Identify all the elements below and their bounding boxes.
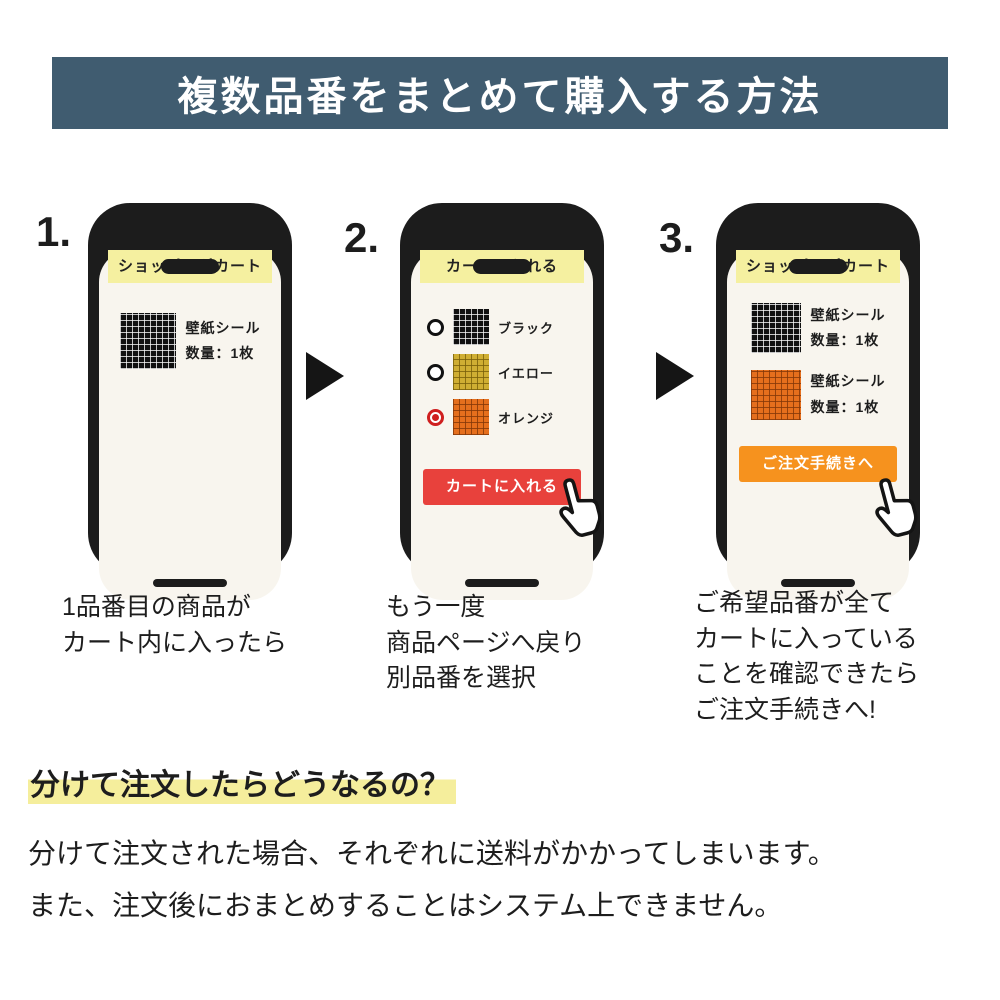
page-title: 複数品番をまとめて購入する方法 <box>177 75 823 119</box>
step-caption-2: もう一度 商品ページへ戻り 別品番を選択 <box>386 593 586 692</box>
color-option-orange[interactable]: オレンジ <box>427 399 593 435</box>
step-number-1: 1. <box>36 208 72 255</box>
product-info: 壁紙シール 数量：1枚 <box>811 303 886 353</box>
phone-notch <box>161 259 219 274</box>
color-option-black[interactable]: ブラック <box>427 309 593 345</box>
radio-button-unselected[interactable] <box>427 318 444 336</box>
radio-button-selected[interactable] <box>427 408 444 426</box>
phone-screen: カートに入れる ブラック イエロー オレンジ カートに入れる <box>411 250 602 600</box>
arrow-right-icon <box>656 352 694 400</box>
step-caption-1: 1品番目の商品が カート内に入ったら <box>62 593 288 657</box>
product-qty: 数量：1枚 <box>185 345 255 361</box>
phone-frame-step3: ショッピングカート 壁紙シール 数量：1枚 壁紙シール 数量：1枚 ご注文手続き… <box>716 203 920 600</box>
option-label: オレンジ <box>498 410 555 426</box>
faq-heading: 分けて注文したらどうなるの？ <box>28 760 456 804</box>
product-info: 壁紙シール 数量：1枚 <box>186 316 261 366</box>
phone-screen: ショッピングカート 壁紙シール 数量：1枚 壁紙シール 数量：1枚 ご注文手続き… <box>727 250 918 600</box>
color-option-list: ブラック イエロー オレンジ <box>427 309 593 435</box>
phone-notch <box>473 259 531 274</box>
product-name: 壁紙シール <box>185 319 261 336</box>
option-label: イエロー <box>498 365 554 381</box>
product-swatch-orange <box>750 369 801 420</box>
product-qty: 数量：1枚 <box>810 398 880 415</box>
faq-question-highlight: 分けて注文したらどうなるの？ <box>28 769 456 804</box>
product-info: 壁紙シール 数量：1枚 <box>811 369 886 419</box>
option-swatch-orange <box>453 399 489 435</box>
home-indicator <box>153 579 227 587</box>
product-name: 壁紙シール <box>810 307 886 323</box>
faq-answer: 分けて注文された場合、それぞれに送料がかかってしまいます。 また、注文後におまと… <box>28 838 836 921</box>
add-to-cart-button[interactable]: カートに入れる <box>423 469 581 505</box>
option-swatch-yellow <box>453 354 489 390</box>
phone-frame-step1: ショッピングカート 壁紙シール 数量：1枚 <box>88 203 292 600</box>
phone-frame-step2: カートに入れる ブラック イエロー オレンジ カートに入れる <box>400 203 604 600</box>
home-indicator <box>781 579 855 587</box>
product-qty: 数量：1枚 <box>810 332 880 349</box>
product-swatch-black <box>119 313 176 369</box>
arrow-right-icon <box>306 352 344 400</box>
product-swatch-black <box>750 303 801 354</box>
home-indicator <box>465 579 539 587</box>
product-name: 壁紙シール <box>810 373 886 390</box>
page-title-banner: 複数品番をまとめて購入する方法 <box>52 57 948 129</box>
click-hand-icon <box>857 472 927 542</box>
radio-button-unselected[interactable] <box>427 363 444 381</box>
cart-item-row: 壁紙シール 数量：1枚 <box>727 369 909 420</box>
option-swatch-black <box>453 309 489 345</box>
step-number-2: 2. <box>344 214 380 261</box>
color-option-yellow[interactable]: イエロー <box>427 354 593 390</box>
step-caption-3: ご希望品番が全て カートに入っている ことを確認できたら ご注文手続きへ! <box>694 589 920 724</box>
cart-item-row: 壁紙シール 数量：1枚 <box>99 313 281 369</box>
phone-screen: ショッピングカート 壁紙シール 数量：1枚 <box>99 250 281 600</box>
option-label: ブラック <box>498 320 555 336</box>
cart-item-row: 壁紙シール 数量：1枚 <box>727 303 909 354</box>
checkout-button[interactable]: ご注文手続きへ <box>739 445 897 482</box>
phone-notch <box>789 259 847 274</box>
step-number-3: 3. <box>659 214 695 261</box>
